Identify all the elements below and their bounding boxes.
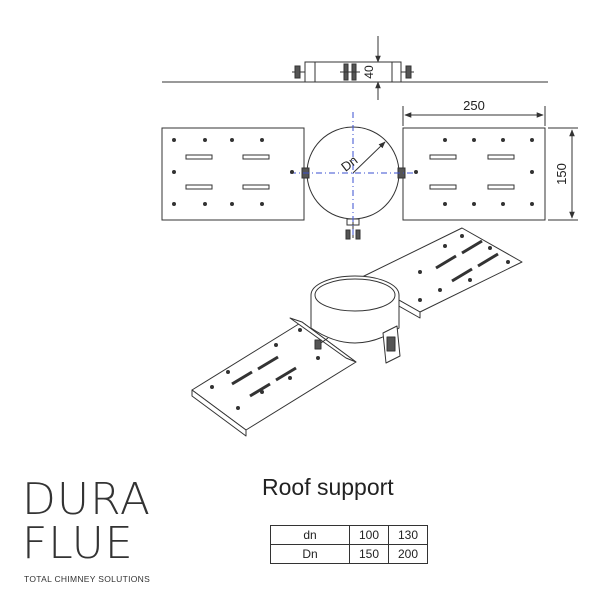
product-title: Roof support [262, 474, 394, 500]
dimension-250: 250 [463, 98, 485, 113]
table-row: dn 100 130 [270, 525, 428, 545]
table-cell: 100 [349, 525, 389, 545]
side-view [162, 36, 548, 100]
logo-flue: FLUE [22, 518, 134, 569]
table-row-label: Dn [270, 544, 350, 564]
table-cell: 150 [349, 544, 389, 564]
plate-holes [172, 138, 534, 206]
plate-left [161, 127, 305, 221]
iso-plate-holes [210, 234, 510, 410]
dimension-40: 40 [362, 65, 376, 79]
logo-tagline: TOTAL CHIMNEY SOLUTIONS [24, 574, 151, 584]
logo-dura: DURA [22, 474, 151, 525]
isometric-view [191, 227, 523, 437]
table-row: Dn 150 200 [270, 544, 428, 564]
dimension-dn: Dn [338, 152, 360, 174]
table-row-label: dn [270, 525, 350, 545]
centerlines [290, 112, 418, 236]
table-cell: 200 [388, 544, 428, 564]
table-cell: 130 [388, 525, 428, 545]
dimension-150: 150 [554, 163, 569, 185]
size-table: dn 100 130 Dn 150 200 [270, 525, 428, 564]
